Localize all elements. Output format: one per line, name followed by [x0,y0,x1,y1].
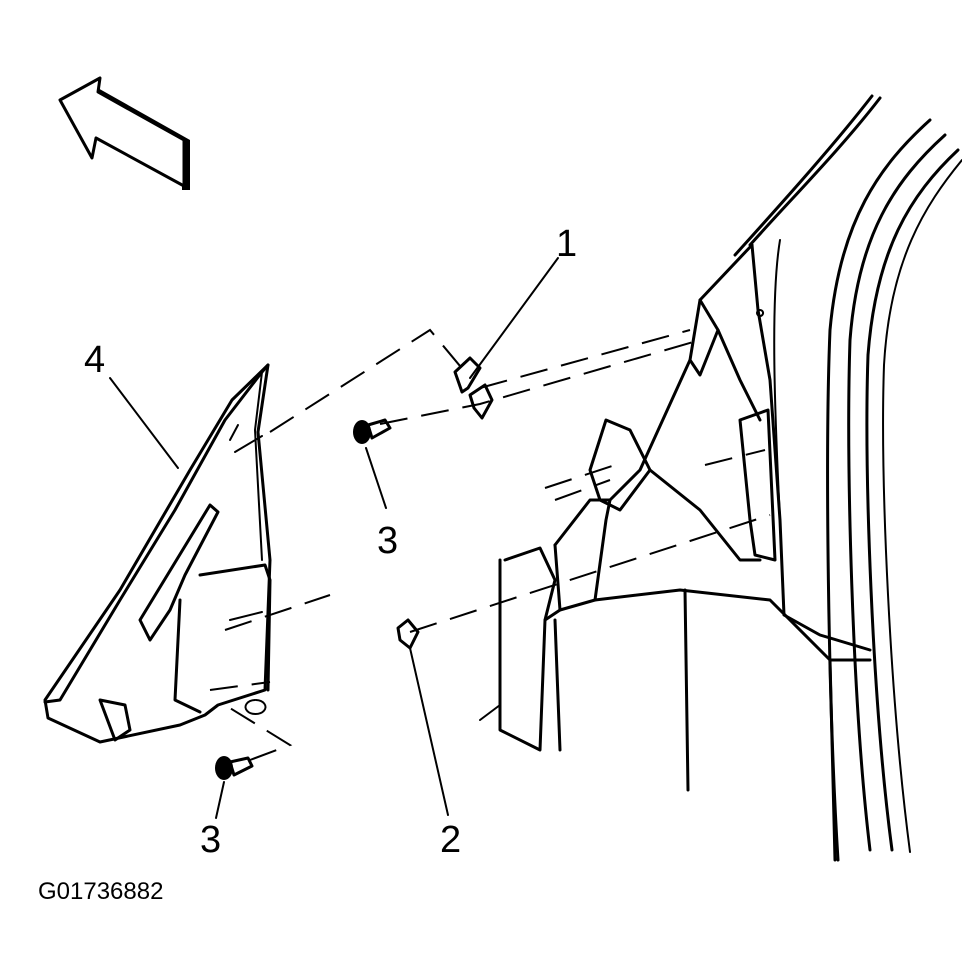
pillar-bracket [553,243,872,662]
direction-arrow-icon [58,76,190,190]
figure-id: G01736882 [38,878,163,905]
clip-part-2 [396,618,420,650]
callout-3-upper: 3 [377,520,398,562]
callout-4: 4 [84,339,105,381]
leader-lines [109,257,559,819]
inner-panel [479,546,837,862]
screw-part-3-upper [353,418,392,444]
screw-part-3-lower [215,756,254,780]
callout-2: 2 [440,819,461,861]
installation-lines [209,328,771,761]
callout-1: 1 [556,223,577,265]
callout-3-lower: 3 [200,819,221,861]
trim-panel-part-4 [43,363,272,744]
door-frame [733,94,962,862]
